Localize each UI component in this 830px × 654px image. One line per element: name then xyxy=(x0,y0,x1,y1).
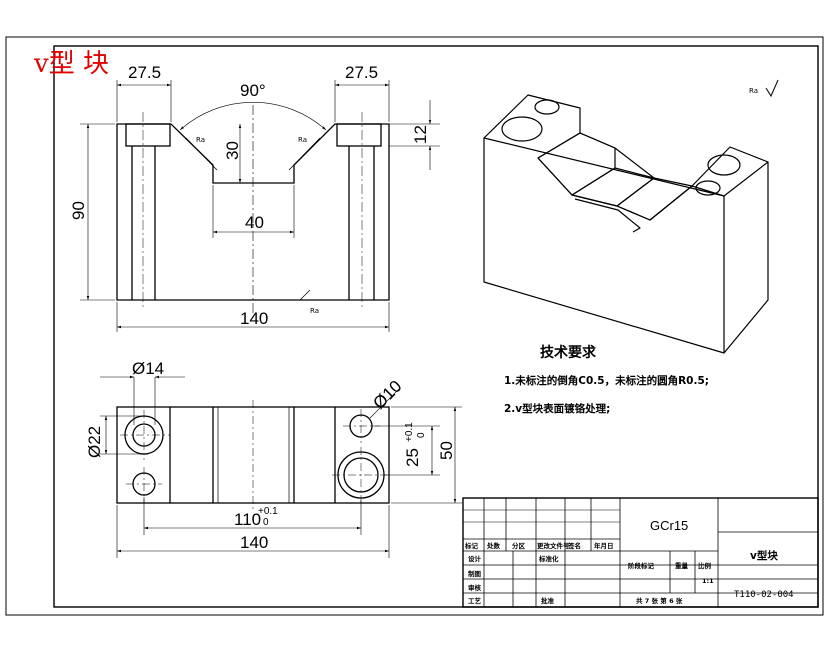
tb-label-zone: 分区 xyxy=(512,541,526,550)
roughness-symbol-3: Ra xyxy=(310,307,319,315)
tb-label-mark: 标记 xyxy=(464,541,479,550)
tb-label-process: 工艺 xyxy=(468,596,482,605)
isometric-view xyxy=(483,94,769,354)
tb-label-change-doc: 更改文件号 xyxy=(537,541,570,550)
dim-small-hole: Ø14 xyxy=(132,359,164,378)
dim-right-height: 12 xyxy=(411,125,430,144)
dim-hole-pos-tol-lower: 0 xyxy=(416,432,427,438)
roughness-symbol-2: Ra xyxy=(298,136,307,144)
tb-label-approve: 批准 xyxy=(541,596,555,605)
dim-left-width: 27.5 xyxy=(128,63,161,82)
dim-total-width: 140 xyxy=(240,309,268,328)
dim-height: 90 xyxy=(69,201,88,220)
dim-depth: 30 xyxy=(223,141,242,160)
dim-spacing-tol-upper: +0.1 xyxy=(258,506,278,517)
dim-counterbore: Ø22 xyxy=(85,426,104,458)
dim-hole-pos-tol-upper: +0.1 xyxy=(404,422,415,442)
tb-label-date: 年月日 xyxy=(594,541,614,550)
drawing-title: v型 块 xyxy=(33,49,109,79)
roughness-symbol: Ra xyxy=(196,136,205,144)
right-counterbore xyxy=(336,123,382,147)
tb-label-design: 设计 xyxy=(468,554,482,563)
roughness-symbol-iso: Ra xyxy=(749,87,758,95)
dim-top-total-width: 140 xyxy=(240,533,268,552)
tb-label-standardize: 标准化 xyxy=(538,554,559,563)
tb-scale: 1:1 xyxy=(702,577,714,585)
tech-item-1: 1.未标注的倒角C0.5，未标注的圆角R0.5; xyxy=(504,374,709,387)
dim-hole-pos: 25 xyxy=(403,448,422,467)
outer-border xyxy=(5,36,824,616)
tech-heading: 技术要求 xyxy=(540,344,597,361)
tb-label-weight: 重量 xyxy=(675,561,689,570)
tb-label-drawn: 制图 xyxy=(468,569,482,578)
dim-depth-50: 50 xyxy=(437,441,456,460)
left-counterbore xyxy=(125,123,171,147)
tb-label-stage-mark: 阶段标记 xyxy=(628,561,655,570)
dim-bottom-width: 40 xyxy=(245,213,264,232)
dim-hole-spacing: 110 xyxy=(234,510,261,529)
tb-label-signature: 签名 xyxy=(567,541,581,550)
tb-material: GCr15 xyxy=(650,518,688,533)
tb-label-ratio: 比例 xyxy=(698,561,712,570)
dim-right-width: 27.5 xyxy=(345,63,378,82)
tb-drawing-no: T110-02-004 xyxy=(734,590,794,600)
title-block xyxy=(462,497,819,608)
dim-spacing-tol-lower: 0 xyxy=(263,517,269,528)
tb-sheets: 共 7 张 第 6 张 xyxy=(636,596,683,605)
front-view xyxy=(116,123,390,301)
inner-border xyxy=(53,45,819,608)
dim-angle: 90° xyxy=(240,81,266,100)
tb-label-check: 审核 xyxy=(468,583,482,592)
tb-part-name: v型块 xyxy=(750,549,778,562)
tech-item-2: 2.v型块表面镀铬处理; xyxy=(504,402,610,415)
tb-label-count: 处数 xyxy=(486,541,501,550)
